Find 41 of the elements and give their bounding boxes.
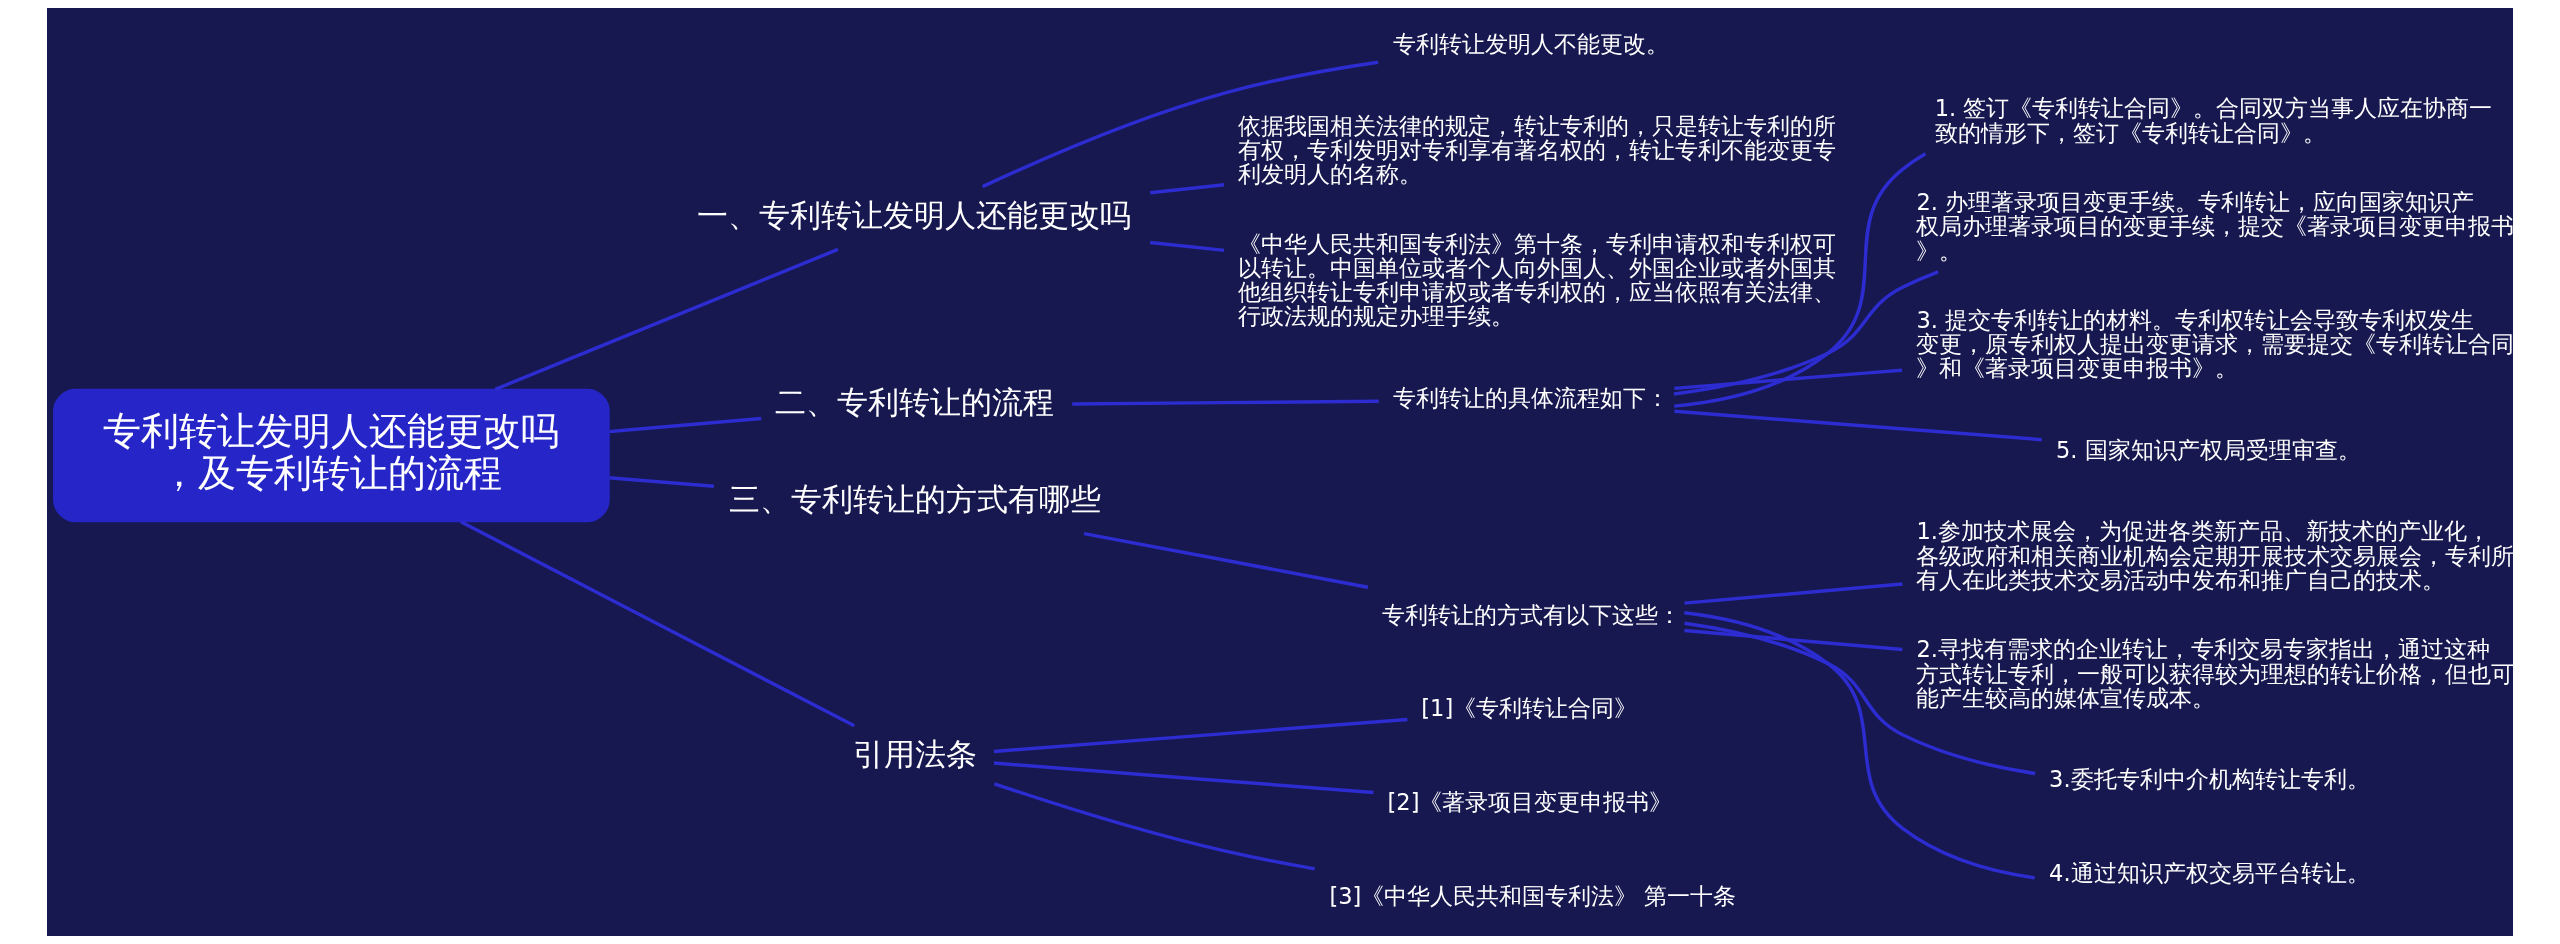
connector [1674, 152, 1927, 408]
connector [1684, 582, 1903, 605]
node-text: [2]《著录项目变更申报书》 [1387, 788, 1673, 815]
connector [1149, 240, 1225, 253]
connector [1674, 368, 1903, 391]
node-text: 引用法条 [853, 735, 978, 772]
node-text: 二、专利转让的流程 [775, 383, 1055, 420]
connector [609, 416, 762, 434]
connector [1149, 182, 1225, 195]
connector [609, 476, 715, 488]
node-box: 专利转让发明人还能更改吗，及专利转让的流程 [53, 388, 610, 523]
connector [993, 761, 1374, 795]
node-text: 5. 国家知识产权局受理审查。 [2056, 436, 2361, 463]
node-text: 2.寻找有需求的企业转让，专利交易专家指出，通过这种方式转让专利，一般可以获得较为理想的转让价格，但也可能产生较高的媒体宣传成本。 [1916, 636, 2515, 711]
node-text: [1]《专利转让合同》 [1421, 695, 1638, 722]
node-text: 专利转让的方式有以下这些： [1382, 601, 1682, 628]
connector [993, 782, 1316, 871]
node-text: 专利转让发明人不能更改。 [1392, 31, 1669, 58]
node-text: 1. 签订《专利转让合同》。合同双方当事人应在协商一致的情形下，签订《专利转让合同》。 [1934, 95, 2493, 146]
connector [1684, 628, 1903, 652]
connector [981, 60, 1379, 189]
node-text: 2. 办理著录项目变更手续。专利转让，应向国家知识产权局办理著录项目的变更手续，提交《著录项目变更申报书》。 [1916, 188, 2515, 264]
connector [1072, 399, 1379, 406]
connector [460, 520, 856, 728]
connector [1684, 621, 2036, 776]
node-text: 依据我国相关法律的规定，转让专利的，只是转让专利的所有权，专利发明对专利享有著名权的，转让专利不能变更专利发明人的名称。 [1238, 112, 1837, 188]
connector [494, 247, 839, 391]
node-text: [3]《中华人民共和国专利法》 第一十条 [1329, 882, 1737, 909]
node-text: 三、专利转让的方式有哪些 [728, 480, 1101, 517]
connector [1684, 611, 2035, 880]
connector [993, 717, 1408, 754]
connector [1673, 270, 1939, 396]
node-text: 1.参加技术展会，为促进各类新产品、新技术的产业化，各级政府和相关商业机构会定期开展技术交易展会，专利所有人在此类技术交易活动中发布和推广自己的技术。 [1916, 518, 2515, 594]
node-text: 4.通过知识产权交易平台转让。 [2049, 860, 2370, 887]
node-text: 《中华人民共和国专利法》第十条，专利申请权和专利权可以转让。中国单位或者个人向外国人、外国企业或者外国其他组织转让专利申请权或者专利权的，应当依照有关法律、行政法规的规定办理手续。 [1238, 230, 1837, 330]
node-text: 一、专利转让发明人还能更改吗 [697, 196, 1132, 233]
node-text: 专利转让的具体流程如下： [1392, 384, 1669, 411]
node-text: 3. 提交专利转让的材料。专利权转让会导致专利权发生变更，原专利权人提出变更请求，需要提交《专利转让合同》和《著录项目变更申报书》。 [1916, 306, 2515, 382]
connector [1083, 531, 1369, 589]
node-text: 3.委托专利中介机构转让专利。 [2049, 766, 2370, 793]
connector [1674, 409, 2042, 442]
